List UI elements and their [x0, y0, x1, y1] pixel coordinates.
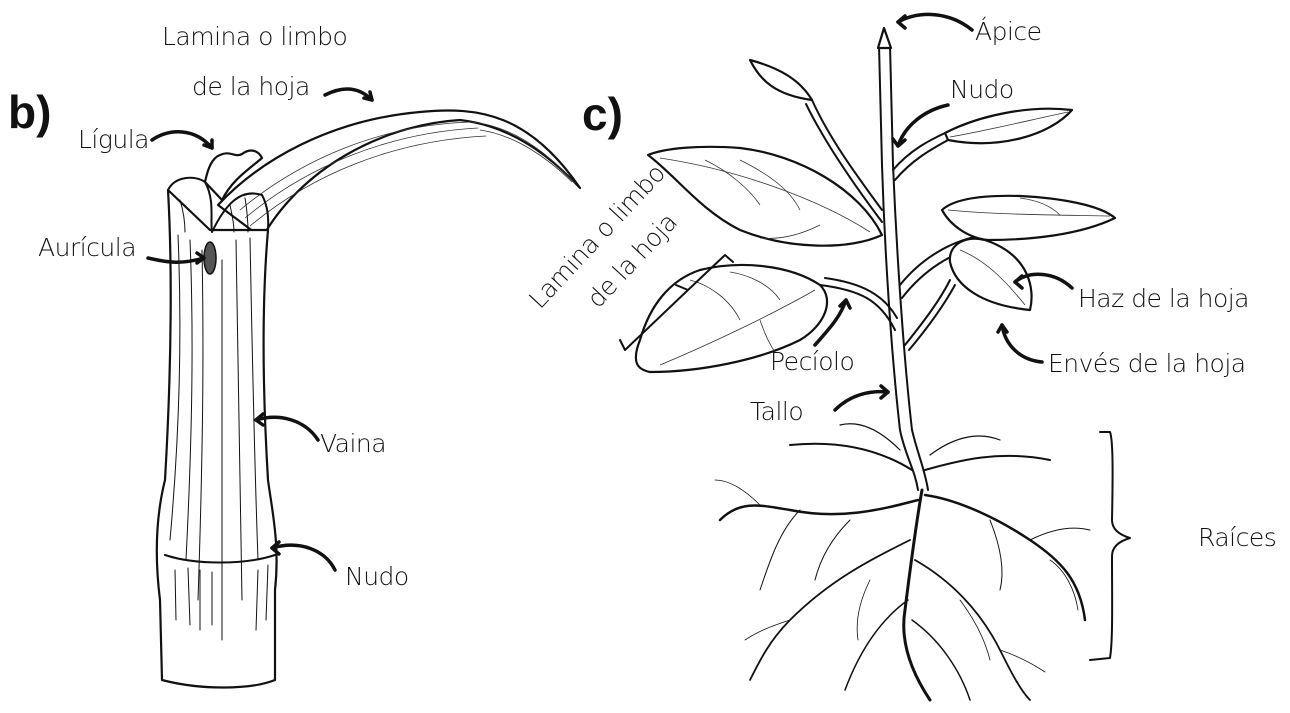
arrow-nudo-b: [272, 545, 335, 570]
label-lamina-b-line2: de la hoja: [192, 72, 310, 101]
main-stem: [879, 45, 928, 490]
leaf-upper-right: [945, 109, 1072, 143]
leaf-right-large: [942, 196, 1115, 240]
label-nudo-b: Nudo: [345, 562, 409, 591]
label-apice: Ápice: [975, 17, 1042, 46]
leaf-right-inner: [950, 239, 1032, 310]
panel-label-b: b): [8, 86, 51, 138]
label-tallo: Tallo: [750, 397, 803, 426]
label-raices: Raíces: [1198, 523, 1276, 552]
plant-illustration: [636, 28, 1115, 700]
arrow-tallo: [835, 392, 888, 410]
label-peciolo: Pecíolo: [770, 347, 854, 376]
apex-bud: [878, 28, 891, 48]
leaf-top-small: [750, 60, 812, 100]
branch-right-low: [905, 280, 950, 345]
label-ligula: Lígula: [78, 125, 149, 154]
grass-stem-illustration: [157, 110, 580, 687]
label-lamina-b-line1: Lamina o limbo: [162, 22, 347, 51]
label-auricula: Aurícula: [38, 233, 136, 262]
panel-label-c: c): [582, 88, 623, 140]
label-haz: Haz de la hoja: [1078, 284, 1249, 313]
label-enves: Envés de la hoja: [1048, 349, 1246, 378]
stem-sheath: [157, 190, 277, 688]
arrow-apice: [898, 14, 972, 30]
label-vaina: Vaina: [320, 429, 386, 458]
label-nudo-c: Nudo: [950, 75, 1014, 104]
root-system: [715, 424, 1090, 700]
grass-leaf-blade: [218, 110, 580, 238]
raices-bracket: [1090, 432, 1130, 660]
auricle-shape: [204, 242, 216, 274]
